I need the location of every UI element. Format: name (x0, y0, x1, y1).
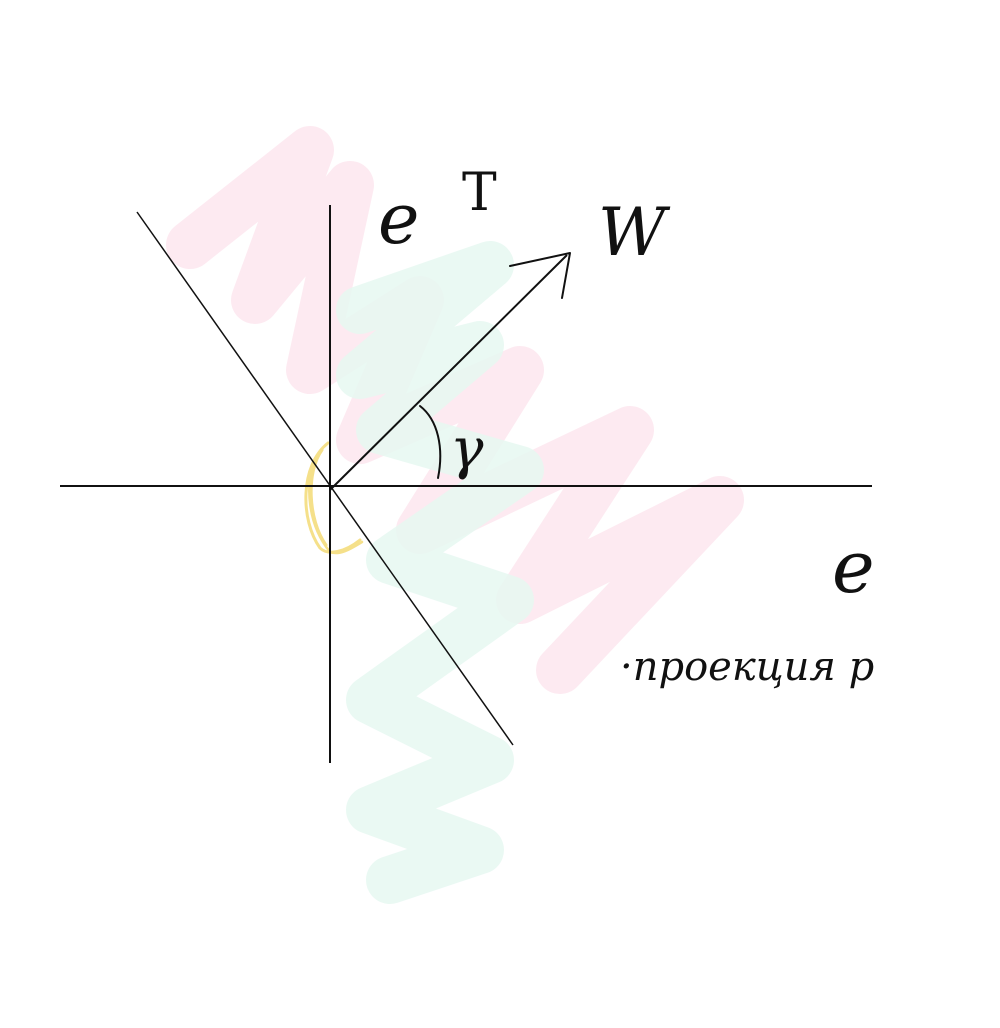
green-scribble (336, 241, 544, 904)
yellow-highlight (304, 441, 364, 555)
horizontal-axis-label: e (832, 525, 875, 609)
yellow-highlight-path-3 (308, 456, 364, 555)
angle-arc (419, 405, 442, 479)
green-scribble-path (336, 241, 544, 904)
projection-line (136, 211, 514, 746)
vector-w-arrowhead (509, 252, 571, 299)
vertical-axis-label: e (378, 178, 419, 260)
vector-label: W (598, 194, 671, 271)
angle-label: γ (450, 417, 484, 482)
vertical-axis-superscript: T (462, 163, 497, 223)
vector-w-line (329, 254, 568, 491)
projection-note: ·проекция р (620, 644, 874, 690)
